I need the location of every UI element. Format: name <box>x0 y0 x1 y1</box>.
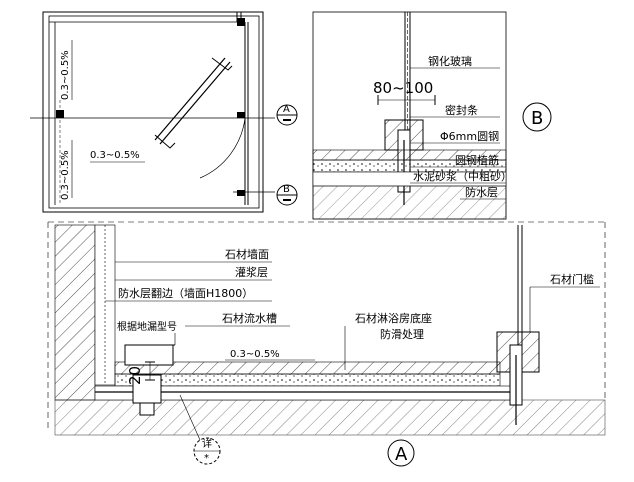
section-a-base-label-1: 石材淋浴房底座 <box>355 311 432 325</box>
detail-b-seal-label: 密封条 <box>445 103 478 117</box>
plan-slope-left-top: 0.3~0.5% <box>60 50 71 100</box>
detail-b-rod-label: Φ6mm圆钢 <box>440 130 499 143</box>
section-a-detail-ref-bottom: * <box>204 453 209 464</box>
section-a-waterproof-turnup: 防水层翻边（墙面H1800） <box>118 286 253 300</box>
section-a: 20 石材墙面 灌浆层 防水层翻边（墙面H1800） 根据地漏型号 石材流水槽 … <box>47 221 606 467</box>
detail-b-mortar-label: 水泥砂浆（中粗砂） <box>413 169 512 183</box>
plan-mark-a: A <box>283 104 290 115</box>
section-a-grout: 灌浆层 <box>235 265 268 279</box>
section-a-base-label-2: 防滑处理 <box>380 327 424 341</box>
section-a-callout-letter: A <box>395 444 408 465</box>
detail-b-callout-letter: B <box>531 108 543 129</box>
section-a-dim-20: 20 <box>126 366 144 385</box>
section-a-stone-channel: 石材流水槽 <box>222 311 277 325</box>
section-a-detail-ref-top: 详 <box>202 437 212 450</box>
plan-view: A B 0.3~0.5% 0.3~0.5% 0.3~0.5% <box>30 11 298 213</box>
detail-b-waterproof-label: 防水层 <box>465 185 498 199</box>
detail-b-width-dim: 80~100 <box>373 79 433 97</box>
section-a-callout <box>387 439 415 467</box>
section-a-wall-face: 石材墙面 <box>225 247 269 261</box>
detail-b: 80~100 钢化玻璃 密封条 Φ6mm圆钢 圆钢植筋 水泥砂浆（中粗砂） 防水… <box>312 11 552 220</box>
plan-slope-left-bottom: 0.3~0.5% <box>60 150 71 200</box>
detail-b-callout <box>522 102 552 132</box>
section-a-drain-model: 根据地漏型号 <box>117 320 177 333</box>
section-a-slope: 0.3~0.5% <box>230 349 280 360</box>
detail-b-glass-label: 钢化玻璃 <box>428 54 472 68</box>
detail-b-embed-label: 圆钢植筋 <box>455 153 499 167</box>
section-a-threshold: 石材门槛 <box>550 272 594 286</box>
plan-mark-b: B <box>283 184 290 195</box>
plan-slope-center: 0.3~0.5% <box>90 150 140 161</box>
